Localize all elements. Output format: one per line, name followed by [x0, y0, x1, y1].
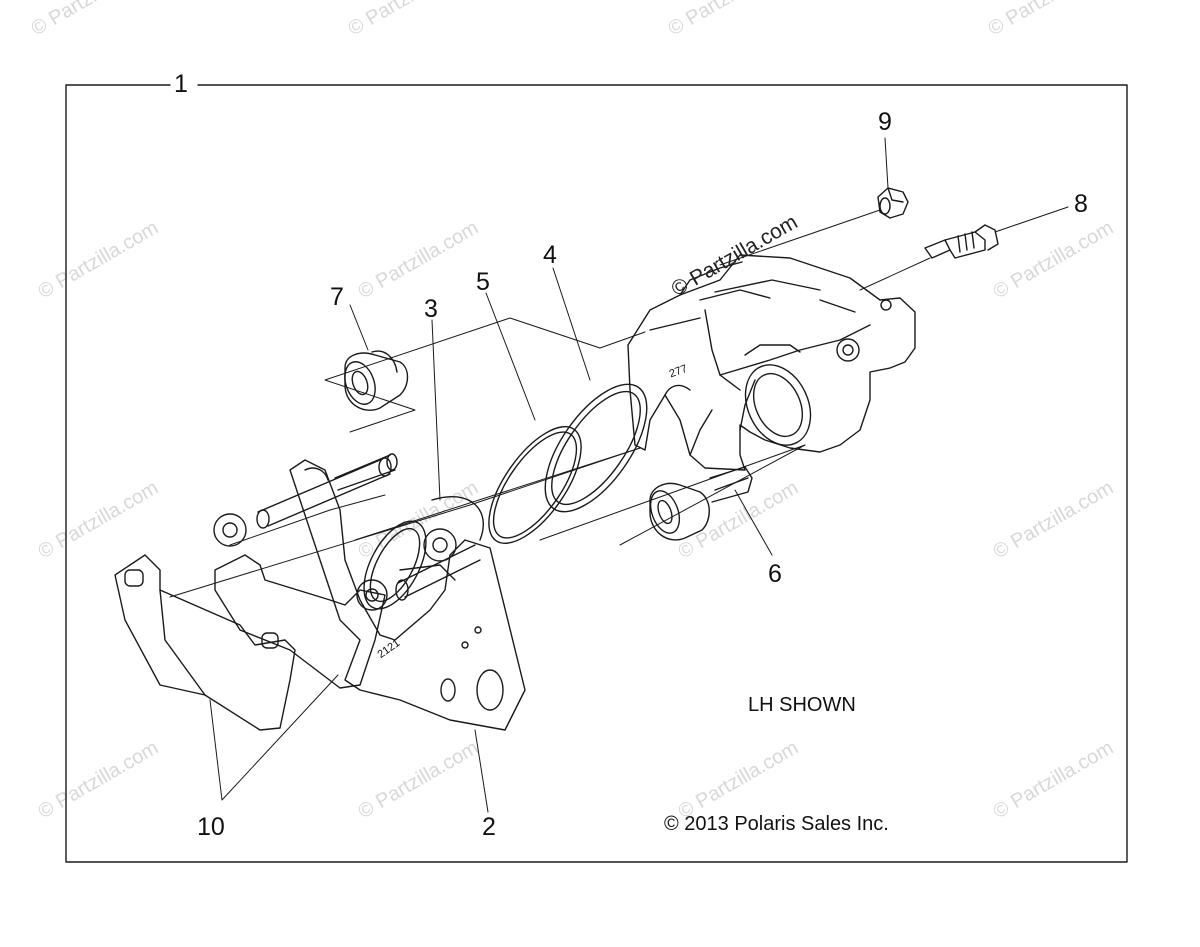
part-10-brake-pads [114, 513, 388, 731]
callout-leader-lines [209, 137, 1069, 813]
callout-2: 2 [482, 813, 496, 841]
callout-3: 3 [424, 295, 438, 323]
callout-8: 8 [1074, 190, 1088, 218]
callout-1: 1 [174, 70, 188, 98]
callout-10: 10 [197, 813, 225, 841]
part-9-bleeder-cap [877, 187, 909, 219]
diagram-frame [65, 84, 1128, 863]
part-7-bushing [344, 350, 409, 411]
caliper-body [627, 254, 916, 471]
part-2-bracket [289, 459, 526, 731]
callout-4: 4 [543, 241, 557, 269]
callout-9: 9 [878, 108, 892, 136]
part-6-bushing-pin [649, 466, 753, 541]
part-8-bleeder-screw [924, 224, 999, 259]
callout-7: 7 [330, 283, 344, 311]
assembly-axis-lines [169, 209, 931, 598]
part-3-dust-boot [363, 495, 484, 610]
copyright-notice: © 2013 Polaris Sales Inc. [664, 813, 889, 835]
side-shown-label: LH SHOWN [748, 694, 856, 716]
part-4-square-seal [544, 383, 648, 513]
part-5-piston-seal [488, 426, 582, 544]
callout-5: 5 [476, 268, 490, 296]
callout-6: 6 [768, 560, 782, 588]
slide-pins [256, 453, 398, 529]
